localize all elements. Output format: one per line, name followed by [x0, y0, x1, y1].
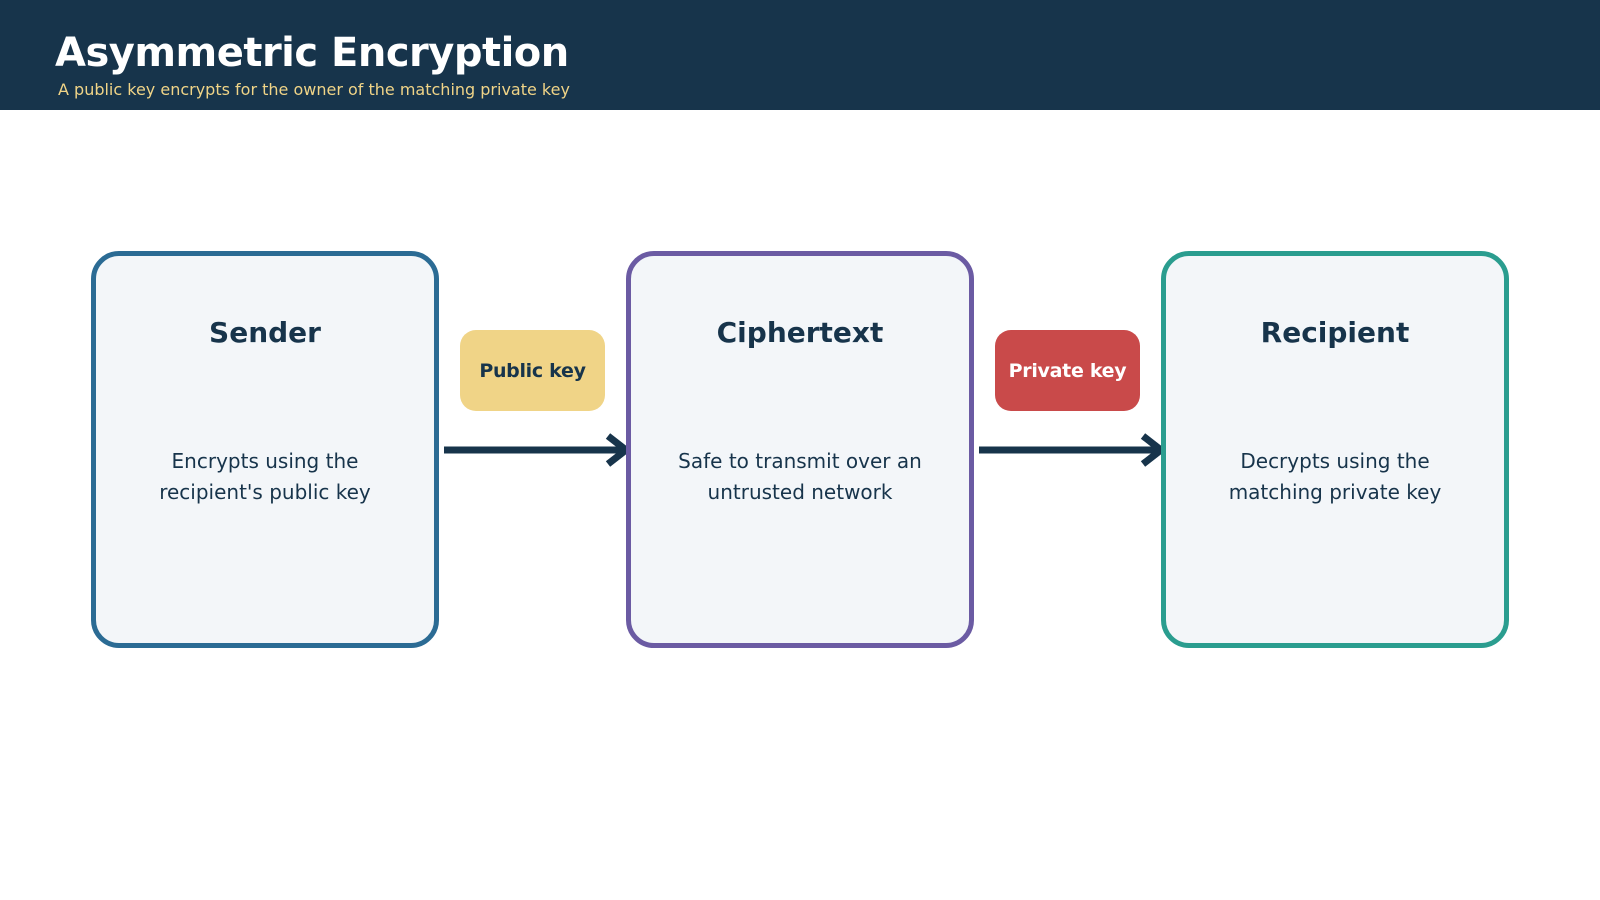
sender-description-line-1: Encrypts using the: [171, 449, 359, 473]
sender-description: Encrypts using the recipient's public ke…: [116, 446, 414, 508]
page-title: Asymmetric Encryption: [55, 30, 569, 76]
recipient-node: Recipient Decrypts using the matching pr…: [1161, 251, 1509, 648]
recipient-description-line-2: matching private key: [1228, 480, 1442, 504]
recipient-description-line-1: Decrypts using the: [1240, 449, 1430, 473]
recipient-description: Decrypts using the matching private key: [1186, 446, 1484, 508]
arrow-ciphertext-to-recipient: [979, 433, 1167, 467]
ciphertext-description-line-2: untrusted network: [707, 480, 893, 504]
arrow-sender-to-ciphertext: [444, 433, 632, 467]
page-subtitle: A public key encrypts for the owner of t…: [58, 80, 570, 99]
ciphertext-title: Ciphertext: [716, 316, 884, 349]
private-key-badge: Private key: [995, 330, 1140, 411]
recipient-title: Recipient: [1260, 316, 1410, 349]
ciphertext-description-line-1: Safe to transmit over an: [678, 449, 922, 473]
sender-description-line-2: recipient's public key: [159, 480, 371, 504]
public-key-badge: Public key: [460, 330, 605, 411]
ciphertext-description: Safe to transmit over an untrusted netwo…: [651, 446, 949, 508]
sender-node: Sender Encrypts using the recipient's pu…: [91, 251, 439, 648]
ciphertext-node: Ciphertext Safe to transmit over an untr…: [626, 251, 974, 648]
header-bar: Asymmetric Encryption A public key encry…: [0, 0, 1600, 110]
sender-title: Sender: [209, 316, 321, 349]
